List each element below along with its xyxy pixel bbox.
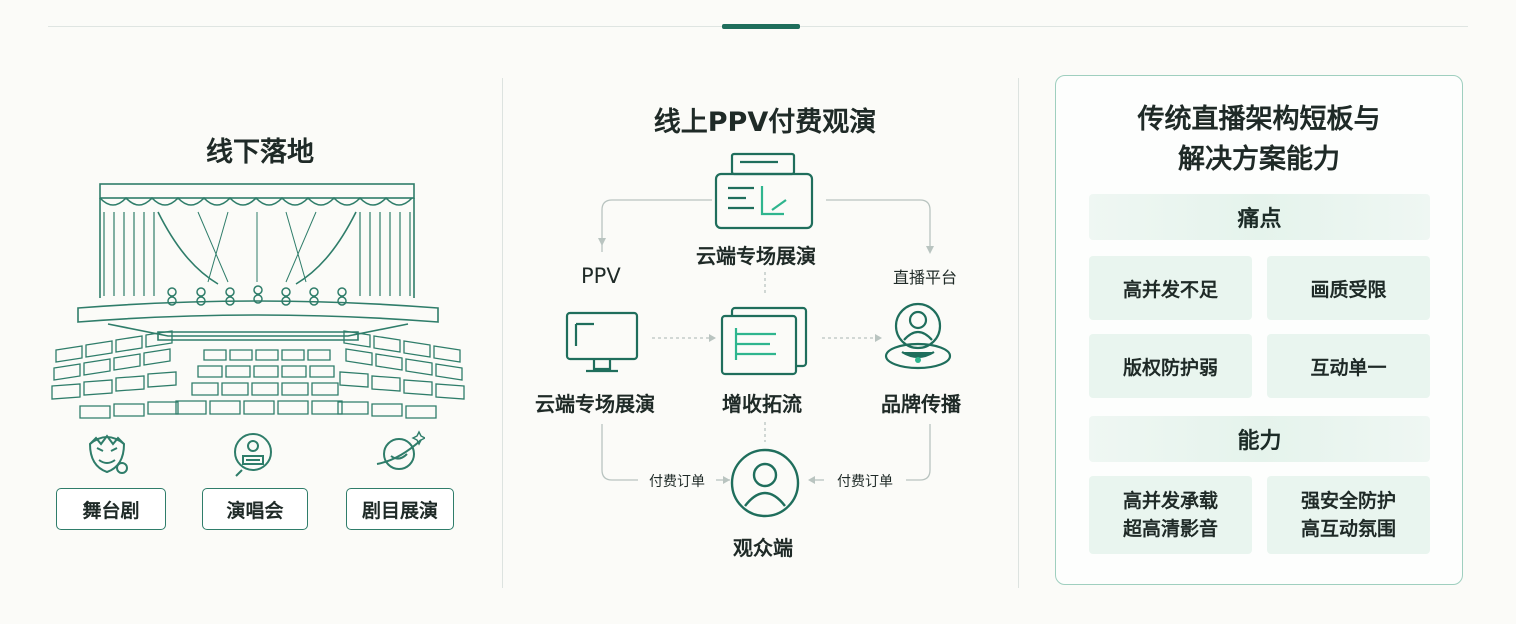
capability-1-line1: 高并发承载 bbox=[1122, 490, 1218, 512]
capability-2-line2: 高互动氛围 bbox=[1300, 518, 1396, 540]
node-cloud-showcase-left: 云端专场展演 bbox=[535, 392, 655, 416]
tag-repertoire-show: 剧目展演 bbox=[346, 488, 454, 530]
capability-item-1: 高并发承载 超高清影音 bbox=[1089, 476, 1252, 554]
tag-stage-play: 舞台剧 bbox=[56, 488, 166, 530]
capability-1-line2: 超高清影音 bbox=[1122, 518, 1218, 540]
cloud-showcase-icon bbox=[714, 152, 814, 230]
pain-item-copyright: 版权防护弱 bbox=[1089, 334, 1252, 398]
theater-stage-illustration bbox=[51, 183, 465, 419]
label-ppv: PPV bbox=[581, 264, 621, 288]
online-ppv-title: 线上PPV付费观演 bbox=[653, 107, 877, 138]
planet-icon bbox=[376, 430, 425, 470]
node-audience: 观众端 bbox=[733, 536, 793, 560]
capability-item-2: 强安全防护 高互动氛围 bbox=[1267, 476, 1430, 554]
architecture-panel: 传统直播架构短板与 解决方案能力 痛点 高并发不足 画质受限 版权防护弱 互动单… bbox=[1055, 75, 1463, 585]
document-stack-icon bbox=[720, 306, 808, 376]
viewer-icon bbox=[730, 448, 800, 518]
monitor-icon bbox=[565, 311, 639, 373]
top-accent-bar bbox=[722, 24, 800, 29]
pain-item-quality: 画质受限 bbox=[1267, 256, 1430, 320]
panel-title-line2: 解决方案能力 bbox=[1178, 144, 1340, 175]
pain-points-heading: 痛点 bbox=[1089, 194, 1430, 240]
divider-right bbox=[1018, 78, 1019, 588]
label-live-platform: 直播平台 bbox=[893, 268, 958, 287]
concert-icon bbox=[234, 433, 272, 477]
node-cloud-showcase-top: 云端专场展演 bbox=[696, 244, 816, 268]
label-paid-order-left: 付费订单 bbox=[644, 471, 710, 491]
node-brand-spread: 品牌传播 bbox=[881, 392, 961, 416]
pain-item-interaction: 互动单一 bbox=[1267, 334, 1430, 398]
panel-title-line1: 传统直播架构短板与 bbox=[1137, 104, 1381, 135]
tag-concert: 演唱会 bbox=[202, 488, 308, 530]
offline-title: 线下落地 bbox=[206, 137, 314, 168]
divider-left bbox=[502, 78, 503, 588]
brand-avatar-icon bbox=[884, 302, 952, 370]
label-paid-order-right: 付费订单 bbox=[832, 471, 898, 491]
pain-item-concurrency: 高并发不足 bbox=[1089, 256, 1252, 320]
flow-connectors bbox=[598, 199, 934, 484]
node-revenue-growth: 增收拓流 bbox=[722, 392, 802, 416]
drama-mask-icon bbox=[88, 434, 128, 474]
capability-2-line1: 强安全防护 bbox=[1300, 490, 1396, 512]
capabilities-heading: 能力 bbox=[1089, 416, 1430, 462]
